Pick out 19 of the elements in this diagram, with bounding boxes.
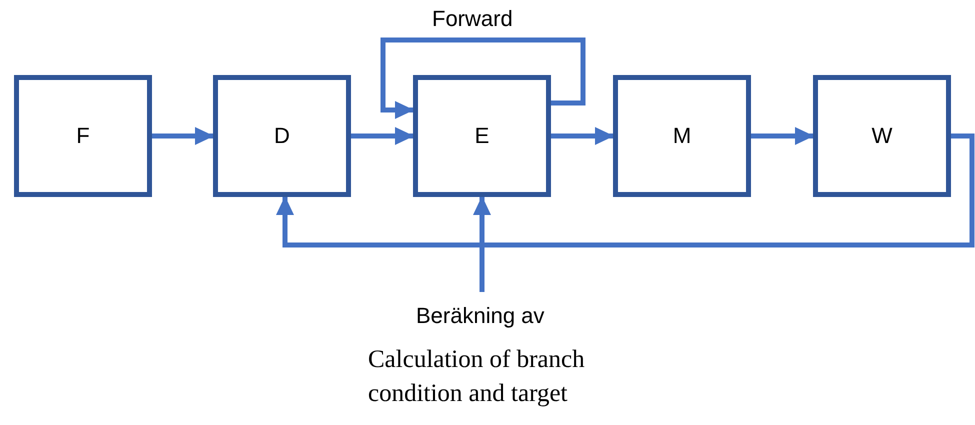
- stage-box: [14, 75, 152, 197]
- arrow: [751, 127, 814, 145]
- arrow: [380, 38, 586, 119]
- stage-label: M: [672, 123, 692, 149]
- arrow: [276, 134, 974, 248]
- caption-translation: Calculation of branch condition and target: [368, 345, 586, 409]
- stage-label: W: [872, 123, 892, 149]
- stage-label: D: [274, 123, 290, 149]
- stage-label: F: [76, 123, 90, 149]
- arrow: [473, 196, 491, 292]
- arrow: [152, 127, 214, 145]
- arrow: [351, 127, 414, 145]
- caption-text: Beräkning av: [415, 303, 544, 330]
- stage-label: E: [474, 123, 490, 149]
- stage-box: [213, 75, 351, 197]
- stage-box: [813, 75, 951, 197]
- stage-box: [613, 75, 751, 197]
- stage-box: [413, 75, 551, 197]
- arrow: [551, 127, 614, 145]
